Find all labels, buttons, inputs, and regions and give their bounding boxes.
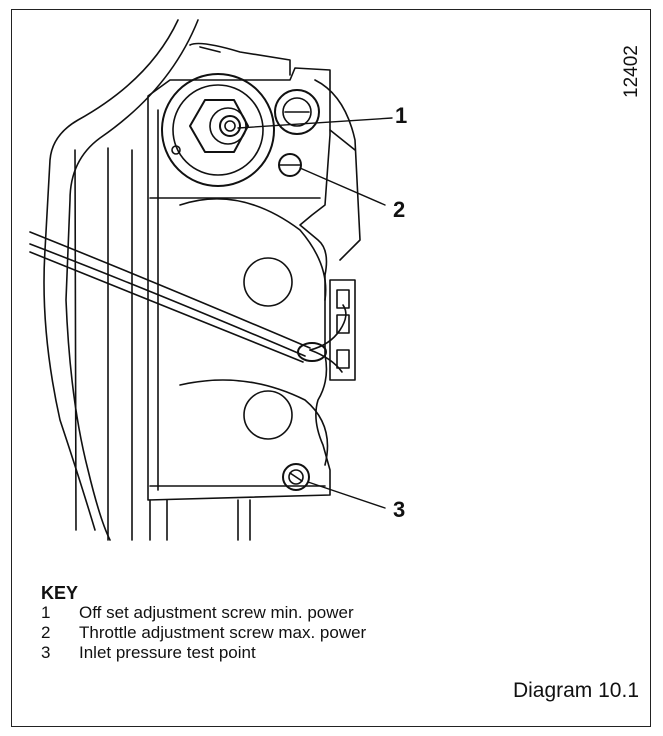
callout-label-1: 1 (395, 103, 408, 128)
key-item-text: Inlet pressure test point (79, 643, 256, 662)
key-item: 3 Inlet pressure test point (41, 643, 366, 663)
key-item-number: 1 (41, 603, 51, 622)
inlet-pressure-test-point (282, 463, 310, 491)
callout-1-leader (237, 117, 393, 129)
callout-3-leader (307, 481, 386, 509)
key-title: KEY (41, 583, 79, 603)
valve-support-legs (149, 499, 251, 541)
callout-label-2: 2 (393, 197, 406, 222)
key-item-text: Throttle adjustment screw max. power (79, 623, 367, 642)
diagram-frame (11, 9, 651, 727)
key-item: 2 Throttle adjustment screw max. power (41, 623, 366, 643)
lower-solenoid-coil (179, 379, 329, 466)
wire-harness (29, 231, 311, 363)
boiler-casing-outline (43, 19, 179, 531)
key-item-text: Off set adjustment screw min. power (79, 603, 354, 622)
offset-adjustment-screw (219, 115, 241, 137)
key-item-number: 2 (41, 623, 51, 642)
throttle-adjustment-screw (278, 153, 302, 177)
callout-label-3: 3 (393, 497, 406, 522)
key-item-number: 3 (41, 643, 51, 662)
diagram-caption: Diagram 10.1 (512, 679, 639, 702)
diagram-key: KEY 1 Off set adjustment screw min. powe… (41, 583, 366, 663)
key-item: 1 Off set adjustment screw min. power (41, 603, 366, 623)
lower-coil-cap (243, 390, 293, 440)
callout-2-leader (299, 167, 386, 206)
offset-adjustment-nut-outer (161, 73, 275, 187)
top-right-fitting (274, 89, 320, 135)
figure-reference-number: 12402 (621, 45, 642, 98)
electrical-connector (329, 279, 356, 381)
wire-plug (297, 342, 327, 362)
valve-body-outline (147, 67, 331, 501)
upper-solenoid-coil (179, 198, 327, 301)
